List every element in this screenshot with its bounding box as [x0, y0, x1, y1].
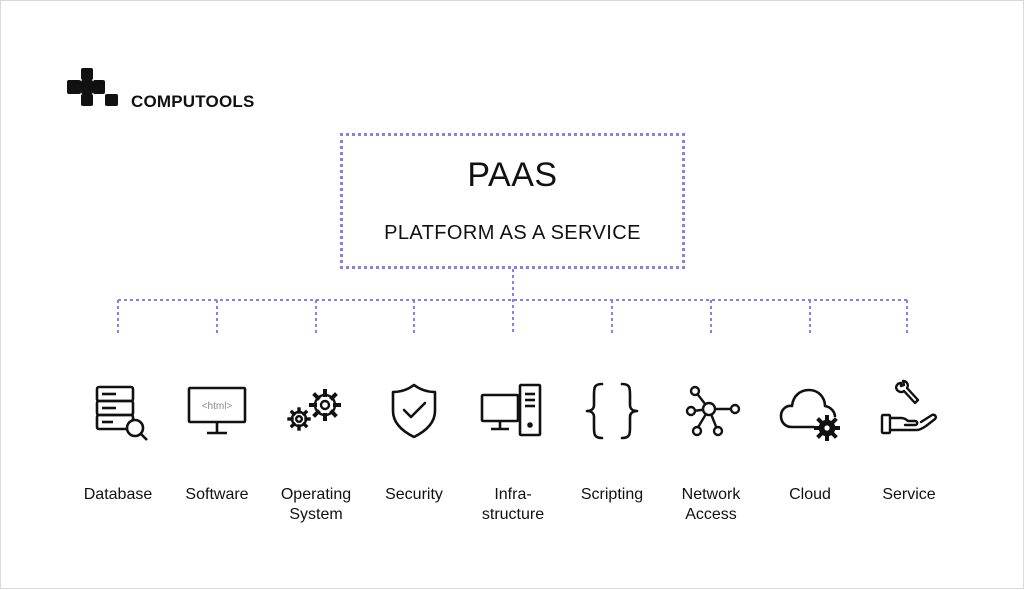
paas-box: PAAS PLATFORM AS A SERVICE — [340, 133, 685, 269]
item-label-software: Software — [185, 486, 249, 503]
item-label-scripting: Scripting — [580, 486, 644, 503]
svg-text:<html>: <html> — [202, 401, 233, 412]
item-label-database: Database — [83, 486, 153, 503]
item-label-infrastructure: Infra-structure — [481, 486, 545, 523]
paas-subtitle: PLATFORM AS A SERVICE — [384, 222, 641, 244]
database-search-icon — [86, 381, 150, 445]
hand-wrench-icon — [877, 377, 941, 441]
brand-name: COMPUTOOLS — [131, 92, 255, 111]
monitor-html-icon: <html> — [185, 381, 249, 445]
shield-check-icon — [382, 379, 446, 443]
network-nodes-icon — [679, 381, 743, 445]
item-label-service: Service — [882, 486, 936, 503]
desktop-computer-icon — [480, 381, 545, 445]
cloud-gear-icon — [778, 381, 842, 445]
item-label-security: Security — [385, 486, 443, 503]
gears-icon — [284, 381, 348, 445]
computools-logo-icon — [67, 68, 118, 106]
paas-title: PAAS — [467, 156, 558, 194]
item-label-cloud: Cloud — [789, 486, 831, 503]
curly-braces-icon — [580, 379, 644, 443]
computools-logo: COMPUTOOLS — [67, 68, 254, 111]
